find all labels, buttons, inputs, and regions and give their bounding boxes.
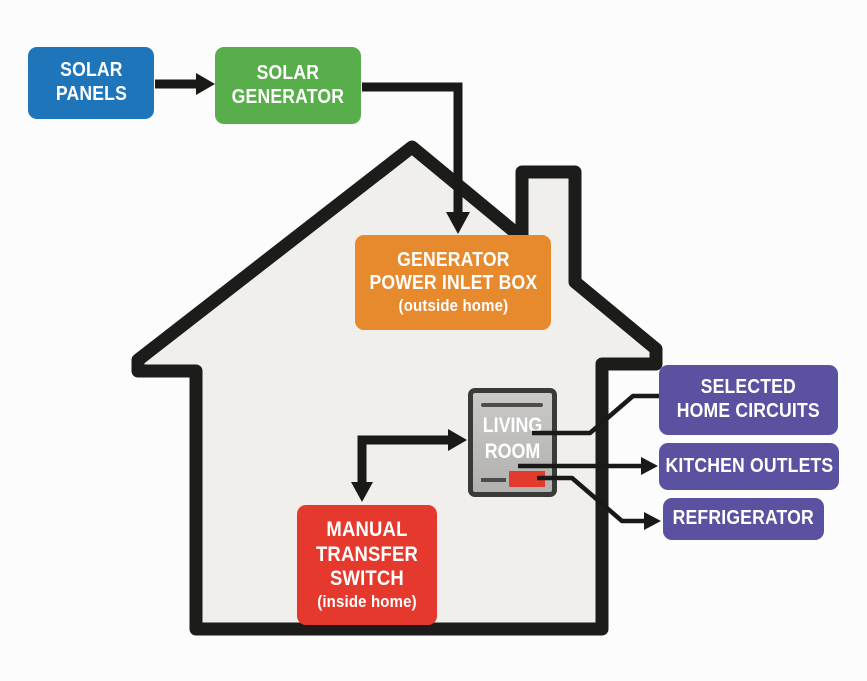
panel-top-slot [481, 403, 543, 407]
arrow-right-icon [196, 73, 215, 95]
refrigerator-label: REFRIGERATOR [672, 507, 815, 530]
breaker-switch [509, 471, 545, 487]
edge-generator-to-inlet [362, 82, 463, 213]
refrigerator-box: REFRIGERATOR [663, 498, 824, 540]
solar-panels-box: SOLAR PANELS [28, 47, 154, 119]
manual-transfer-switch-box: MANUAL TRANSFER SWITCH (inside home) [297, 505, 437, 625]
living-room-label: LIVING ROOM [482, 414, 543, 463]
generator-power-inlet-box: GENERATOR POWER INLET BOX (outside home) [355, 235, 551, 330]
selected-home-circuits-box: SELECTED HOME CIRCUITS [659, 365, 838, 435]
panel-slot [481, 478, 506, 482]
solar-generator-label: SOLAR GENERATOR [231, 61, 345, 108]
arrow-down-icon [446, 212, 470, 234]
living-room-panel: LIVING ROOM [468, 388, 557, 497]
edge-junction-to-panel [357, 435, 449, 483]
selected-home-circuits-label: SELECTED HOME CIRCUITS [676, 376, 821, 422]
kitchen-outlets-label: KITCHEN OUTLETS [665, 454, 833, 477]
solar-panels-label: SOLAR PANELS [55, 59, 127, 105]
arrow-right-icon [644, 512, 661, 530]
arrow-down-icon [351, 482, 373, 502]
manual-transfer-switch-label: MANUAL TRANSFER SWITCH (inside home) [315, 517, 419, 612]
arrow-right-icon [448, 429, 467, 451]
generator-power-inlet-label: GENERATOR POWER INLET BOX (outside home) [369, 248, 537, 316]
arrow-right-icon [641, 457, 658, 475]
solar-generator-box: SOLAR GENERATOR [215, 47, 361, 124]
kitchen-outlets-box: KITCHEN OUTLETS [659, 443, 839, 490]
